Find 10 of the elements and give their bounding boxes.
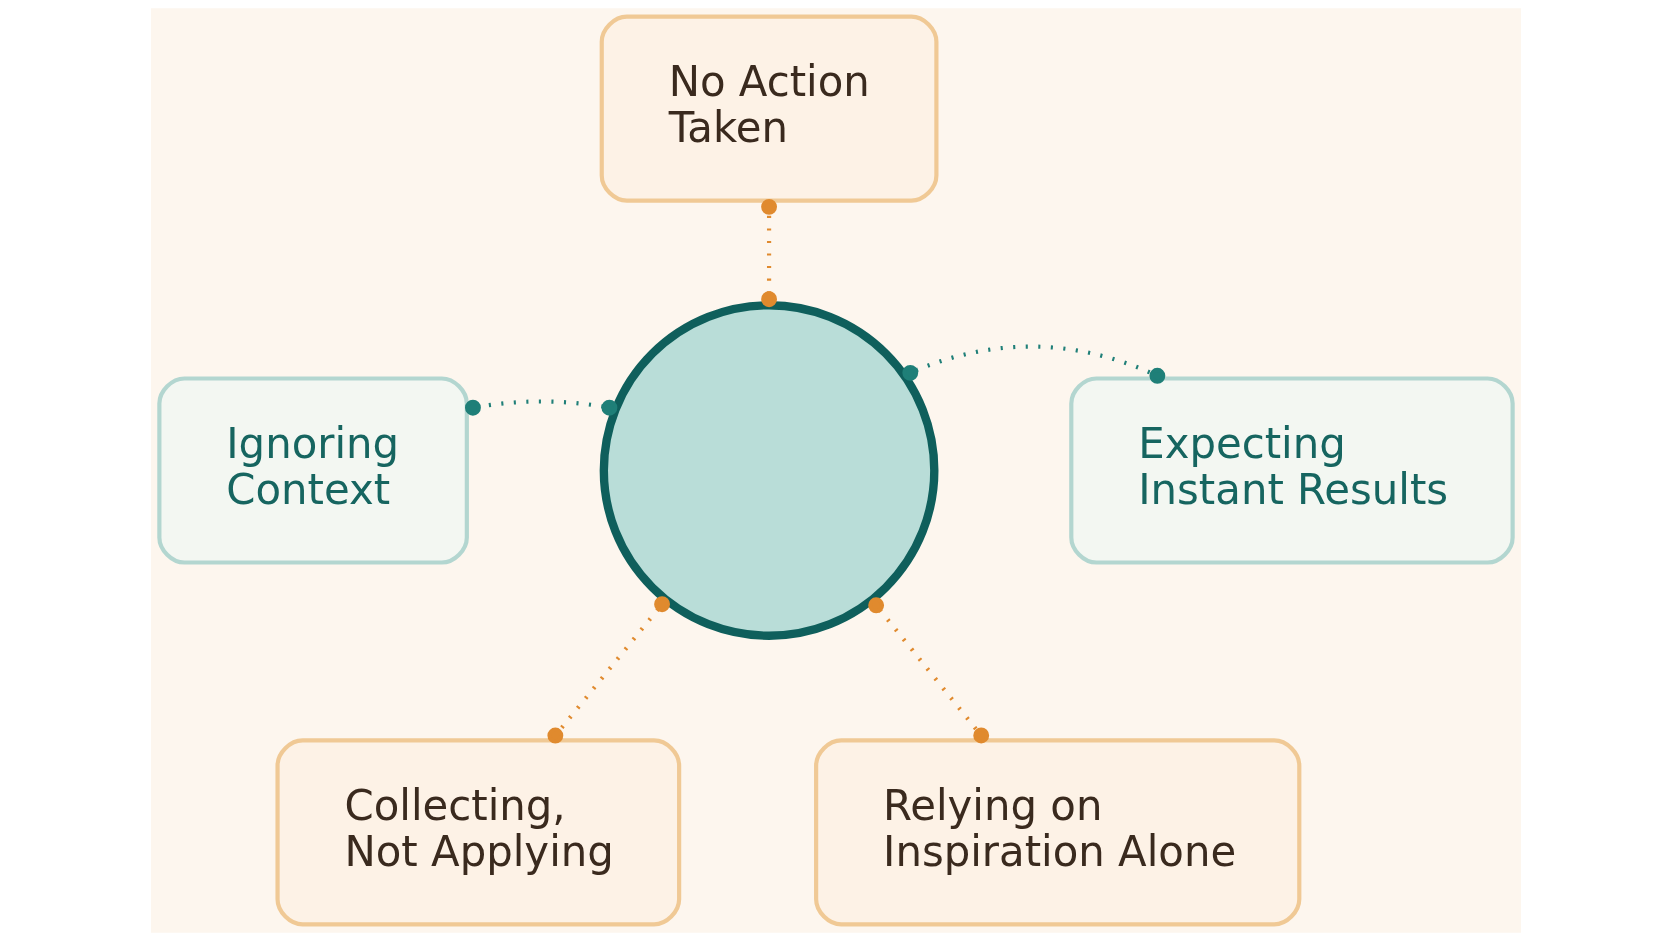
node-box: Relying on Inspiration Alone (814, 738, 1302, 927)
connector (465, 399, 618, 416)
connector (547, 596, 670, 744)
connector (868, 597, 990, 744)
node-box: Expecting Instant Results (1069, 376, 1515, 565)
node-box: No Action Taken (599, 14, 939, 203)
node-box: Collecting, Not Applying (275, 738, 682, 927)
connector (902, 344, 1166, 384)
node-box: Ignoring Context (157, 376, 469, 565)
connector (761, 198, 777, 308)
